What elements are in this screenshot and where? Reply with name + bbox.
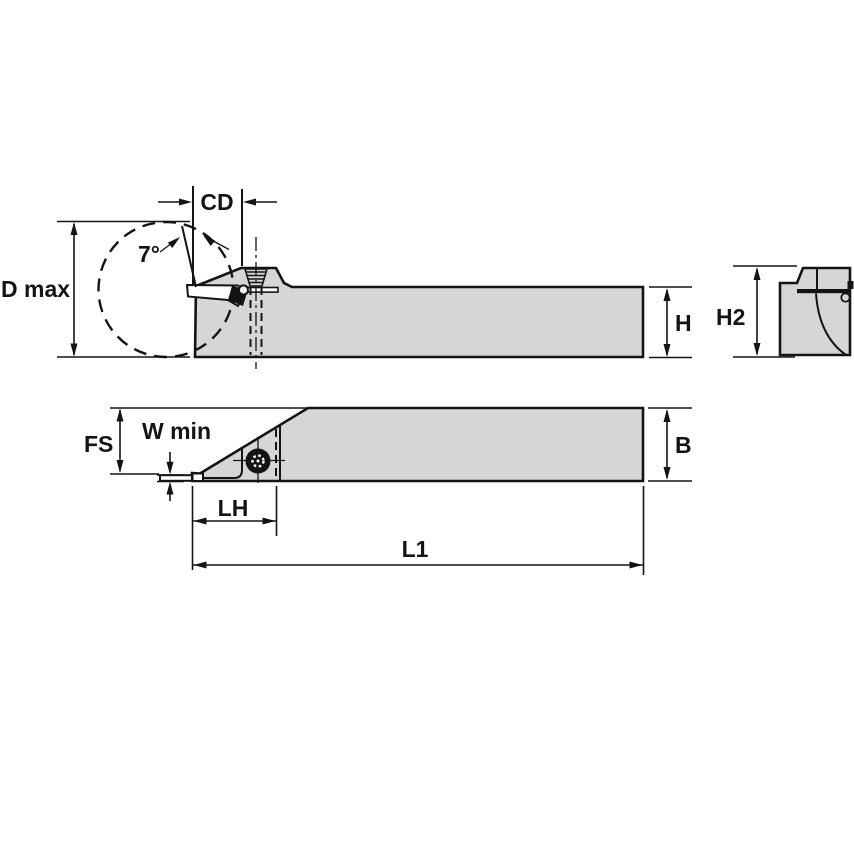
holder-body-end (778, 266, 852, 357)
side-screw-head (847, 281, 854, 289)
pivot-screw-head (237, 284, 250, 296)
dim-h: H (649, 286, 692, 359)
insert-slot-end (797, 289, 850, 294)
dim-w-min: W min (142, 418, 211, 501)
dim-d-max: D max (1, 220, 190, 358)
dim-label-h2: H2 (716, 304, 745, 330)
dim-label-fs: FS (84, 431, 113, 457)
dim-label-angle: 7° (138, 241, 160, 267)
dim-label-b: B (675, 432, 692, 458)
dim-h2: H2 (716, 265, 797, 358)
dim-label-l1: L1 (402, 536, 429, 562)
insert-pocket (203, 448, 243, 479)
dim-cd: CD (158, 186, 277, 284)
insert-blade-top (159, 474, 193, 482)
dim-label-cd: CD (200, 189, 233, 215)
dim-label-lh: LH (218, 495, 249, 521)
holder-body-side (193, 266, 645, 359)
dim-b: B (648, 407, 692, 482)
tip-pad (191, 472, 204, 482)
clamp-screw-top (233, 438, 285, 483)
dim-lh: LH (191, 486, 278, 570)
dim-label-h: H (675, 310, 692, 336)
top-view (159, 406, 645, 483)
dim-label-dmax: D max (1, 276, 70, 302)
clamp-curve (815, 293, 847, 356)
dim-l1: L1 (193, 486, 645, 575)
main-side-view (97, 220, 645, 369)
end-view (778, 266, 854, 357)
dim-angle-7deg: 7° (138, 235, 230, 267)
side-screw (840, 292, 851, 303)
dim-fs: FS (84, 407, 308, 475)
screw-hidden-lines (249, 287, 263, 355)
dim-label-wmin: W min (142, 418, 211, 444)
clamp-pin (247, 286, 279, 293)
